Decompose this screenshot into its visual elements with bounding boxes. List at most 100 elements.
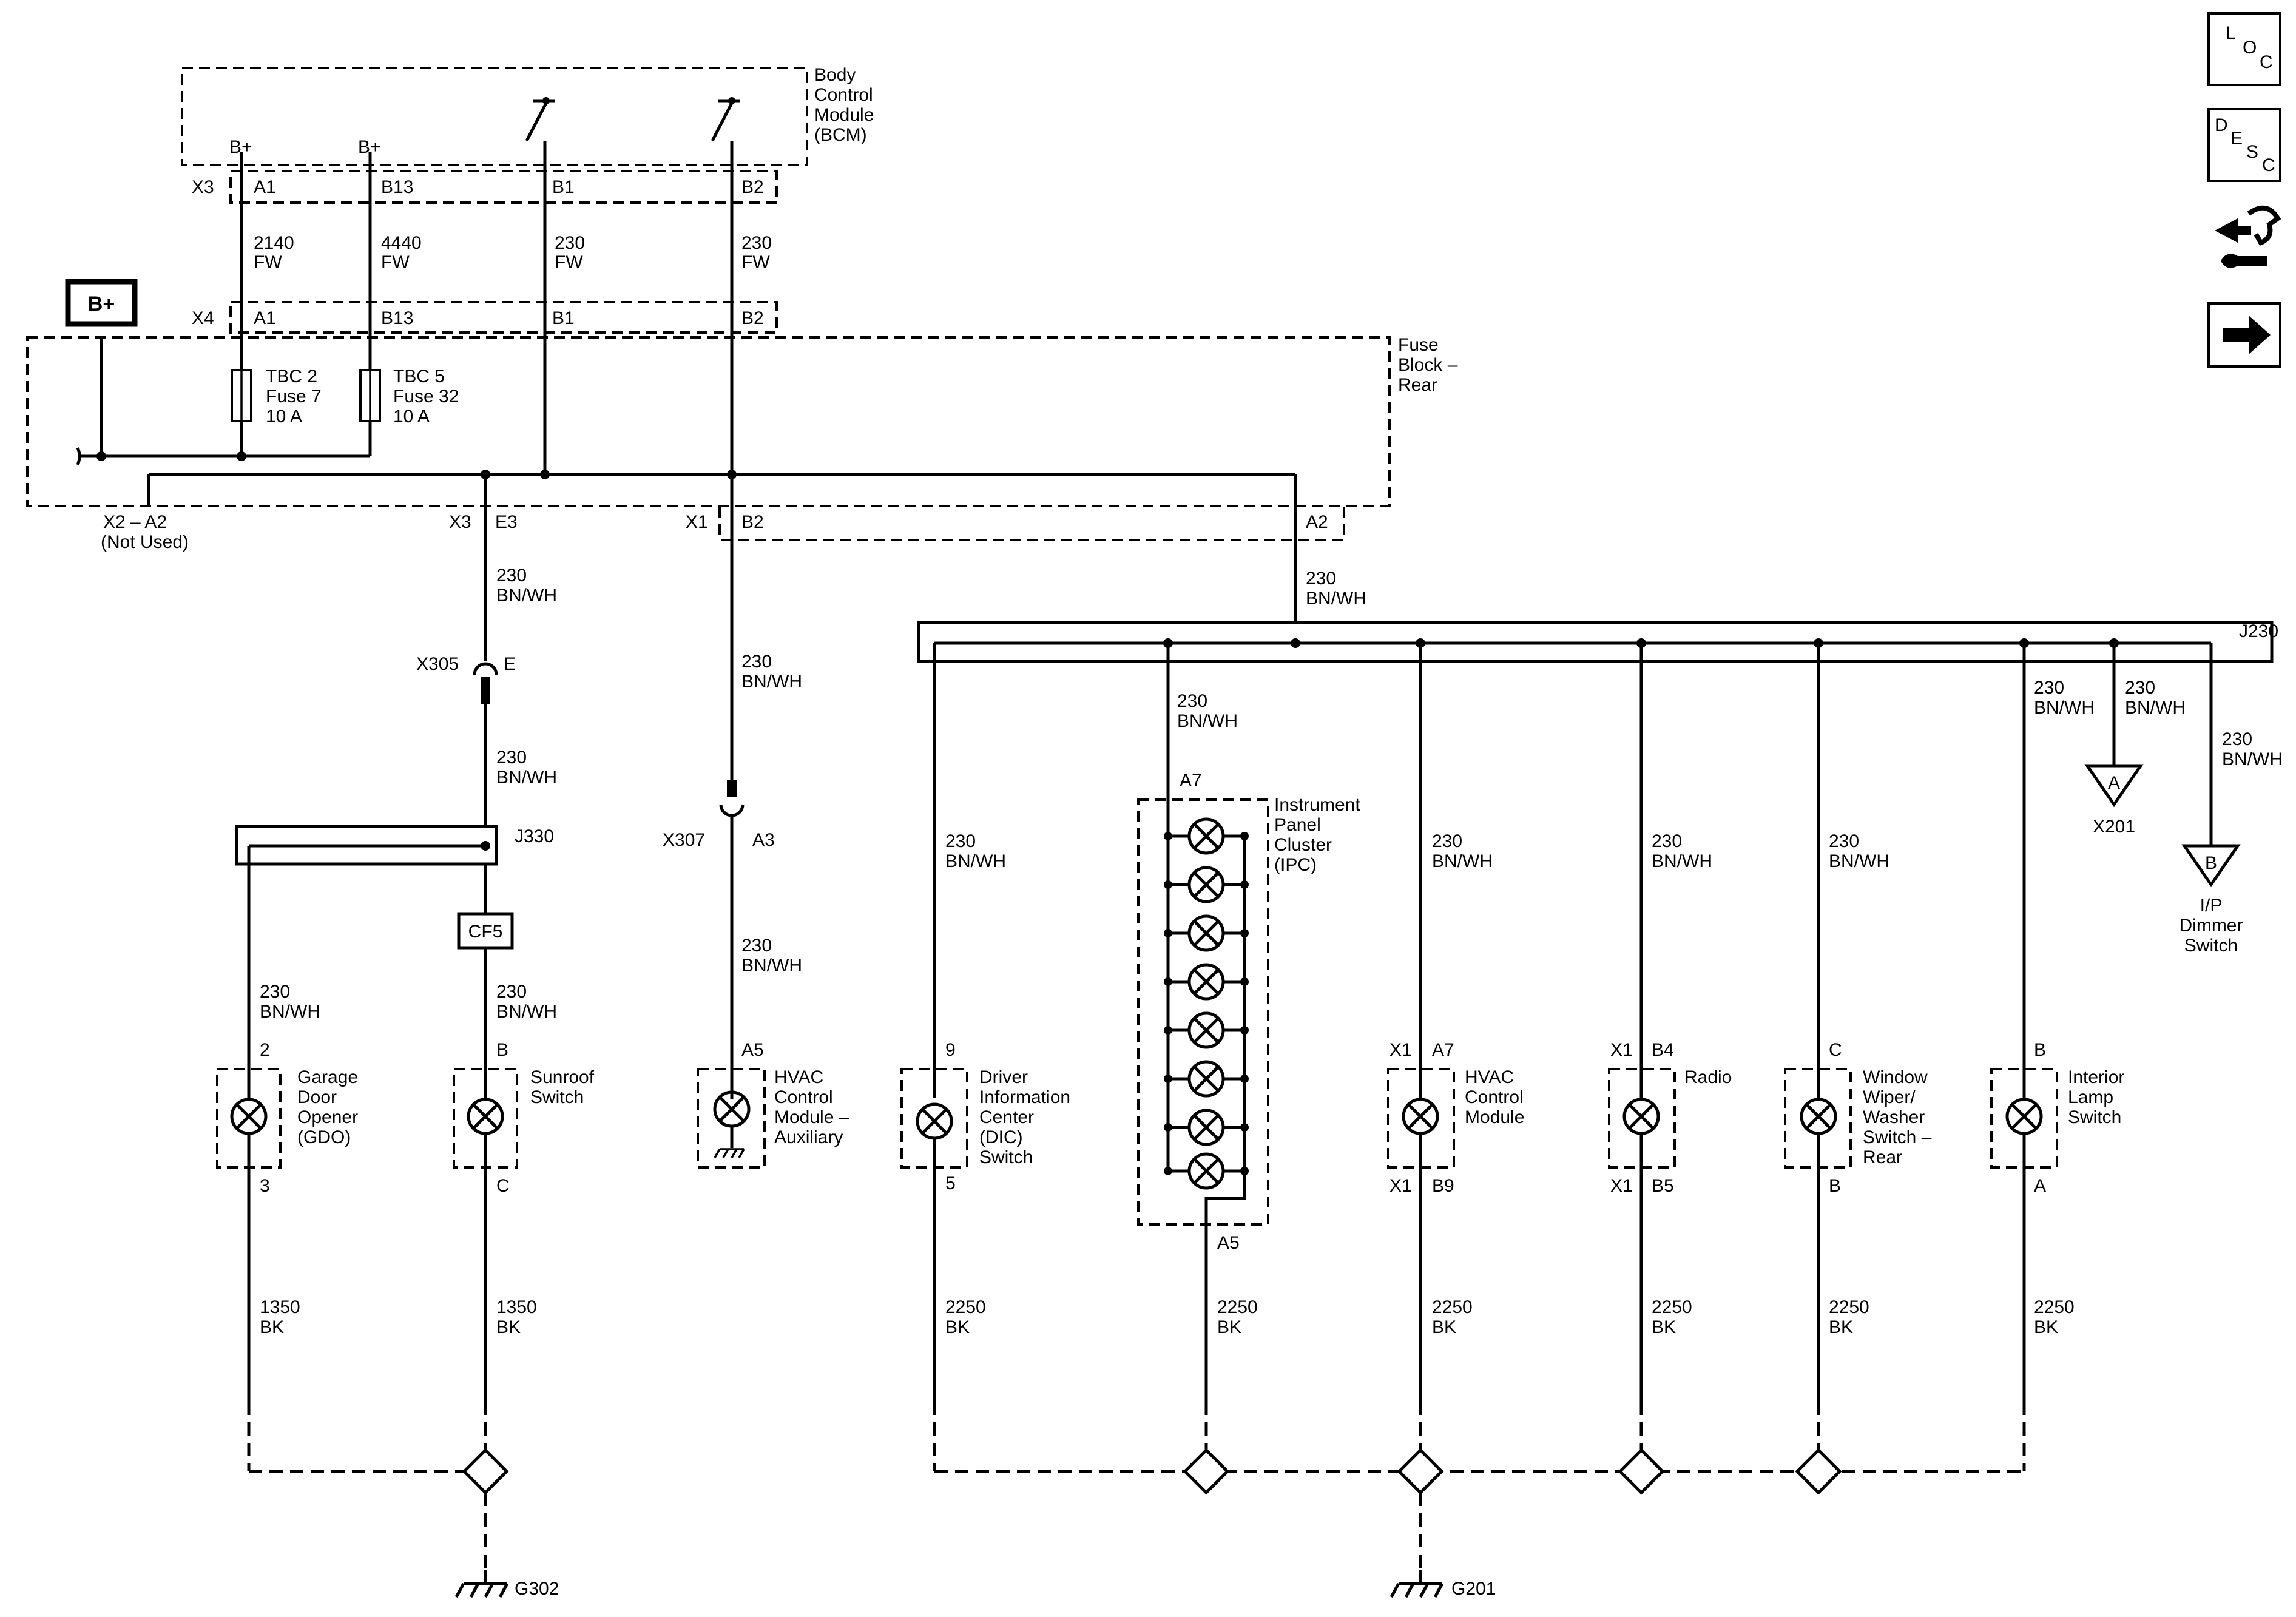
wire-dic-gnd-color: BK [945,1317,970,1337]
instrument-panel-cluster: A7 Instrument Panel Cluster (IPC) A5 [1137,771,1360,1402]
fuse32-label-1: TBC 5 [393,366,445,387]
conn-x3-label: X3 [192,177,214,197]
radio-pin-bottom: B5 [1652,1176,1674,1196]
arrow-right-icon[interactable] [2207,302,2281,368]
ipc-pin-top: A7 [1180,771,1202,791]
wire-x201-color: BN/WH [2125,698,2186,718]
radio: X1 B4 Radio X1 B5 [1608,1040,1732,1196]
wire-hvac-gnd-color: BK [1432,1317,1456,1337]
dic-label-2: Information [979,1087,1070,1107]
wire-a2-num: 230 [1306,569,1336,589]
window-wiper-washer-switch: C Window Wiper/ Washer Switch – Rear B [1784,1040,1932,1196]
wire-e3-num: 230 [496,565,527,586]
battery-label: B+ [88,292,115,316]
dic-pin-bottom: 5 [945,1173,956,1193]
x201-label: X201 [2093,817,2135,837]
sunroof-label-2: Switch [530,1087,584,1107]
wire-e3-color: BN/WH [496,586,557,606]
desc-letter-d: D [2215,115,2228,135]
ipc-lamp-7 [1164,1109,1249,1146]
hvac-label-1: HVAC [1465,1067,1514,1087]
fuse7-label-1: TBC 2 [266,366,317,387]
gdo-label-2: Door [297,1087,337,1107]
sunroof-switch: B Sunroof Switch C [453,1040,595,1196]
hvac-aux-label-2: Control [774,1087,833,1107]
fuse-block-label-1: Fuse [1398,335,1439,355]
wire-x307-num: 230 [741,936,772,956]
fuse-7: TBC 2 Fuse 7 10 A [231,366,322,427]
ipc-lamp-1 [1164,817,1249,855]
offpage-connector-a: A X201 [2084,764,2144,837]
hvac-aux-label-4: Auxiliary [774,1127,843,1147]
hvac-control-module: X1 A7 HVAC Control Module X1 B9 [1387,1040,1524,1196]
wire-2140-color: FW [254,252,282,272]
wire-hvac-color: BN/WH [1432,851,1493,871]
dic-label-1: Driver [979,1067,1028,1087]
hvac-pin-bottom: B9 [1432,1176,1454,1196]
wire-interior-color: BN/WH [2034,698,2095,718]
wire-4440-color: FW [381,252,410,272]
loc-letter-l: L [2226,23,2236,43]
wire-sunroof-color: BN/WH [496,1002,557,1022]
pin-a1-fuse: A1 [254,308,276,328]
radio-pin-top: B4 [1652,1040,1674,1060]
connector-x305: X305 E [416,654,516,704]
bcm-label-2: Control [814,85,873,105]
connector-x307: X307 A3 [663,780,775,850]
x305-pin-e: E [504,654,516,674]
fuse32-label-3: 10 A [393,407,430,427]
radio-top-conn: X1 [1610,1040,1633,1060]
loc-letter-c: C [2260,52,2273,72]
ipc-lamp-6 [1164,1060,1249,1098]
gdo-label-4: (GDO) [297,1127,351,1147]
interior-lamp-switch: B Interior Lamp Switch A [1990,1040,2124,1196]
wire-dic-num: 230 [945,831,976,851]
battery-supply: B+ [65,279,370,465]
wire-x201-num: 230 [2125,678,2155,698]
pin-not-used: (Not Used) [101,532,189,552]
wire-dic-color: BN/WH [945,851,1006,871]
wire-230fw-b1-color: FW [555,252,583,272]
service-icon[interactable] [2215,205,2281,268]
fuse32-label-2: Fuse 32 [393,387,459,407]
splice-j230: J230 [917,621,2278,663]
hvac-module-auxiliary: A5 HVAC Control Module – Auxiliary [697,1040,849,1169]
wiper-label-4: Switch – [1863,1127,1932,1147]
ipc-pin-bottom: A5 [1217,1233,1240,1253]
wire-4440-num: 4440 [381,233,422,253]
wire-dic-gnd-num: 2250 [945,1297,986,1317]
pin-b1-top: B1 [552,177,575,197]
dimmer-label-1: I/P [2200,896,2223,916]
bcm-switch-2 [711,97,740,142]
desc-letter-e: E [2230,129,2243,149]
offpage-connector-b: B I/P Dimmer Switch [2180,844,2243,956]
wire-a2-color: BN/WH [1306,589,1366,609]
wire-sunroof-gnd-num: 1350 [496,1297,537,1317]
wiper-label-1: Window [1863,1067,1928,1087]
wire-gdo-color: BN/WH [260,1002,320,1022]
ipc-lamp-2 [1164,866,1249,903]
sunroof-pin-bottom: C [496,1176,510,1196]
ipc-lamp-3 [1164,914,1249,952]
dimmer-label-2: Dimmer [2180,916,2243,936]
wire-2140-num: 2140 [254,233,294,253]
wire-sunroof-gnd-color: BK [496,1317,521,1337]
offpage-b-label: B [2205,853,2217,873]
pin-x2-a2: X2 – A2 [103,512,167,532]
gdo-label-1: Garage [297,1067,358,1087]
wire-hvac-gnd-num: 2250 [1432,1297,1473,1317]
bcm-connector-x3: X3 A1 B13 B1 B2 [192,170,778,204]
desc-icon[interactable]: D E S C [2207,108,2281,182]
loc-icon[interactable]: L O C [2207,12,2281,86]
interior-label-2: Lamp [2068,1087,2113,1107]
ipc-lamp-stack [1164,817,1249,1190]
cf5-label: CF5 [468,922,503,942]
pin-b2-out: B2 [741,512,764,532]
dic-switch: 9 Driver Information Center (DIC) Switch… [900,1040,1070,1193]
j230-label: J230 [2239,621,2278,641]
wire-230fw-b1-num: 230 [555,233,585,253]
bcm-label-4: (BCM) [814,125,867,145]
wire-dimmer-color: BN/WH [2222,749,2283,769]
g302-label: G302 [515,1579,559,1599]
wiper-pin-bottom: B [1829,1176,1841,1196]
